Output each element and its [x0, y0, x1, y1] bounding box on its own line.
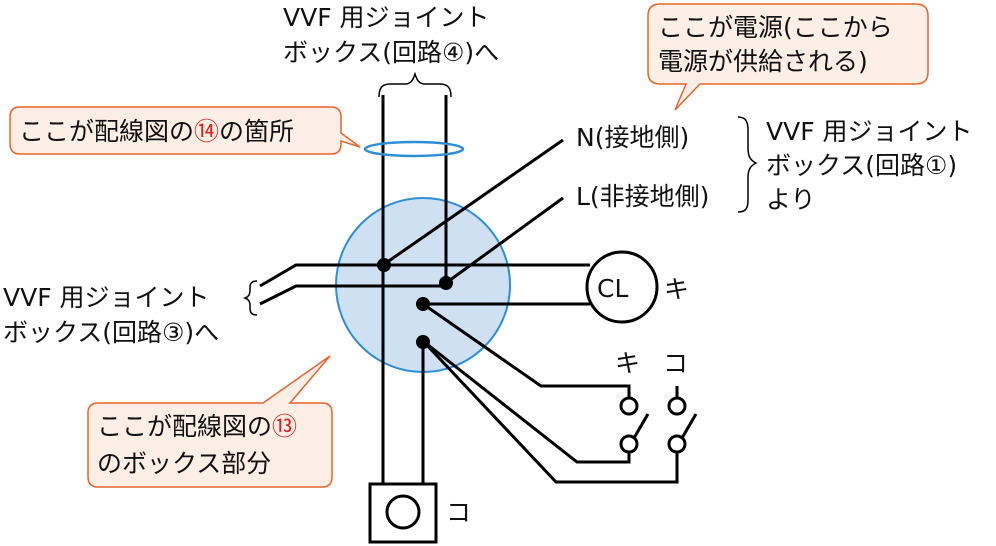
left-joint-label-line2: ボックス(回路③)へ: [3, 318, 219, 347]
switch-ki-lever: [632, 413, 650, 439]
wire-n-feed: [382, 138, 564, 267]
left-brace: [242, 280, 258, 316]
cable-ring: [363, 140, 465, 158]
wire-left-lower: [259, 284, 446, 306]
switch-ki-contact-bottom: [619, 434, 639, 454]
switch-ko-contact-top: [667, 396, 687, 416]
outlet-hole: [385, 494, 421, 530]
top-brace: [378, 71, 452, 98]
callout-fig14-text: ここが配線図の⑭の箇所: [19, 117, 294, 146]
top-joint-label-line1: VVF 用ジョイント: [283, 3, 490, 32]
outlet-mark: コ: [446, 498, 471, 527]
cl-light-symbol: [585, 250, 659, 324]
wire-switch-common: [421, 339, 679, 484]
switch-mark-left: キ: [615, 349, 640, 378]
junction-dot: [377, 258, 391, 272]
callout-fig13-bubble: [87, 355, 333, 488]
right-joint-label-line1: VVF 用ジョイント: [766, 117, 973, 146]
n-label: N(接地側): [576, 123, 689, 152]
left-joint-label-line1: VVF 用ジョイント: [3, 283, 210, 312]
wire-switch-ki-top: [422, 302, 631, 402]
callout-power-line2: 電源が供給される): [658, 47, 868, 76]
callout-fig14-bubble: [9, 106, 361, 155]
callout-power-bubble: [647, 3, 929, 111]
callout-fig13-line1: ここが配線図の⑬: [97, 412, 297, 441]
wire-left-upper: [259, 263, 383, 288]
cl-mark: キ: [664, 275, 689, 304]
top-joint-label-line2: ボックス(回路④)へ: [283, 38, 499, 67]
switch-ko-lever: [680, 413, 698, 439]
right-brace: [737, 116, 758, 213]
right-joint-label-line2: ボックス(回路①): [766, 151, 957, 180]
cl-symbol-text: CL: [597, 274, 628, 303]
l-label: L(非接地側): [576, 182, 709, 211]
switch-mark-right: コ: [663, 349, 688, 378]
wire-l-feed: [445, 196, 564, 285]
callout-power-line1: ここが電源(ここから: [658, 13, 893, 42]
switch-ki-contact-top: [619, 396, 639, 416]
right-joint-label-line3: より: [766, 185, 816, 214]
callout-fig13-line2: のボックス部分: [97, 449, 271, 478]
junction-dot: [439, 276, 453, 290]
junction-dot: [416, 297, 430, 311]
junction-dot: [416, 335, 430, 349]
switch-ko-contact-bottom: [667, 434, 687, 454]
